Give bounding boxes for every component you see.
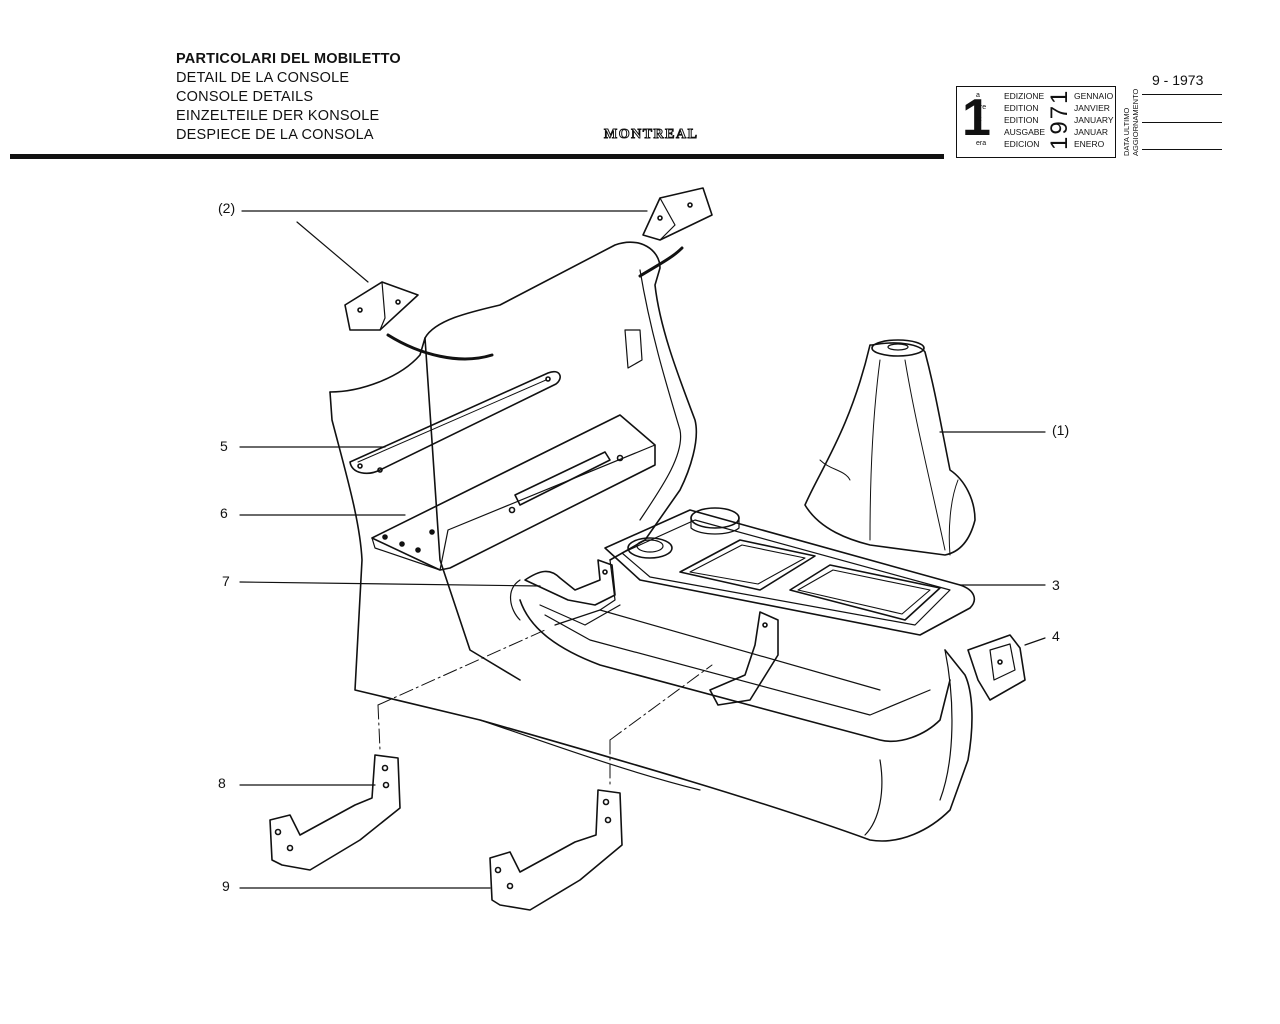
- assembly-arrow-right: [638, 246, 684, 278]
- callout-1: (1): [1052, 422, 1070, 438]
- edition-word-de: AUSGABE: [1004, 127, 1046, 137]
- callout-9: 9: [222, 878, 230, 894]
- update-date: 9 - 1973: [1152, 72, 1204, 88]
- mounting-bracket-8: [269, 754, 401, 871]
- header-rule: [10, 154, 944, 159]
- callout-7: 7: [222, 573, 230, 589]
- edition-suffix-en: st: [976, 116, 982, 123]
- support-strip: [349, 370, 561, 475]
- edition-month-es: ENERO: [1074, 139, 1105, 149]
- gear-lever-boot: [804, 339, 976, 556]
- title-english: CONSOLE DETAILS: [176, 89, 314, 105]
- callout-4: 4: [1052, 628, 1060, 644]
- edition-month-de: JANUAR: [1074, 127, 1109, 137]
- callout-6: 6: [220, 505, 228, 521]
- corner-bracket-right: [642, 187, 713, 241]
- edition-months: GENNAIO JANVIER JANUARY JANUAR ENERO: [1074, 90, 1114, 150]
- update-line-3: [1142, 149, 1222, 150]
- console-body: [329, 241, 973, 842]
- edition-month-it: GENNAIO: [1074, 91, 1114, 101]
- edition-word-fr: EDITION: [1004, 103, 1039, 113]
- edition-word-es: EDICION: [1004, 139, 1040, 149]
- update-line-1: [1142, 94, 1222, 95]
- edition-month-fr: JANVIER: [1074, 103, 1110, 113]
- brand-logo: MONTREAL: [603, 127, 699, 143]
- front-panel: [371, 414, 656, 571]
- edition-suffix-it: a: [976, 92, 980, 99]
- title-italian: PARTICOLARI DEL MOBILETTO: [176, 51, 401, 67]
- edition-box: [956, 86, 1116, 158]
- edition-suffix-fr: ere: [976, 104, 987, 111]
- corner-bracket-left: [344, 281, 419, 331]
- title-block: PARTICOLARI DEL MOBILETTO DETAIL DE LA C…: [176, 50, 401, 145]
- edition-word-en: EDITION: [1004, 115, 1039, 125]
- edition-suffix-de: .: [976, 128, 978, 135]
- alignment-lines: [377, 629, 713, 786]
- title-french: DETAIL DE LA CONSOLE: [176, 70, 350, 86]
- mounting-bracket-9: [489, 789, 623, 911]
- title-german: EINZELTEILE DER KONSOLE: [176, 108, 380, 124]
- callout-3: 3: [1052, 577, 1060, 593]
- edition-word-it: EDIZIONE: [1004, 91, 1045, 101]
- callout-5: 5: [220, 438, 228, 454]
- edition-words: EDIZIONE EDITION EDITION AUSGABE EDICION: [1004, 90, 1045, 150]
- callout-8: 8: [218, 775, 226, 791]
- title-spanish: DESPIECE DE LA CONSOLA: [176, 127, 374, 143]
- edition-month-en: JANUARY: [1074, 115, 1114, 125]
- edition-suffix-es: era: [976, 140, 987, 147]
- edition-number: 1: [962, 89, 991, 147]
- side-bracket: [967, 634, 1026, 701]
- leader-lines: [239, 210, 1046, 889]
- inner-bracket: [524, 559, 779, 706]
- callout-2: (2): [218, 200, 236, 216]
- assembly-arrow-left: [386, 333, 494, 361]
- top-trim-plate: [604, 507, 976, 636]
- update-line-2: [1142, 122, 1222, 123]
